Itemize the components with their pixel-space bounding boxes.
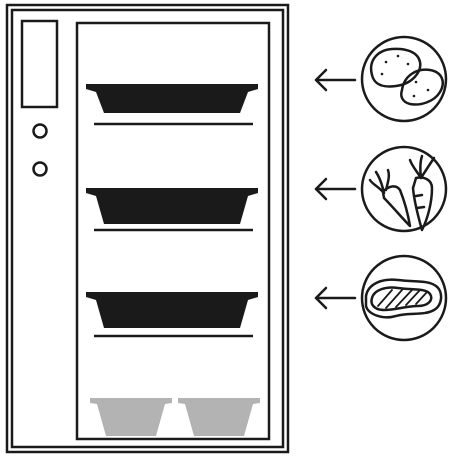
dark-tray <box>86 84 258 113</box>
shelf-2 <box>86 188 258 232</box>
knob-top[interactable] <box>32 123 48 139</box>
bottom-trays <box>90 398 260 436</box>
grey-tray-left <box>90 398 172 436</box>
outer-frame <box>5 3 290 454</box>
inner-frame <box>10 8 285 449</box>
appliance-body <box>5 3 290 454</box>
arrow-left-icon <box>314 286 357 310</box>
arrow-left-icon <box>314 68 357 92</box>
knob-bottom[interactable] <box>32 161 48 177</box>
dark-tray <box>86 188 258 224</box>
arrows <box>314 68 357 310</box>
shelf-3 <box>86 292 258 338</box>
oven-cavity <box>75 21 271 441</box>
shelf-1 <box>86 84 258 126</box>
steak-icon <box>360 254 448 342</box>
grey-tray-right <box>178 398 260 436</box>
dark-tray <box>86 292 258 328</box>
carrots-icon <box>360 145 448 233</box>
display-window <box>20 19 59 109</box>
control-panel <box>20 19 59 177</box>
arrow-left-icon <box>314 177 357 201</box>
potatoes-icon <box>360 35 448 123</box>
